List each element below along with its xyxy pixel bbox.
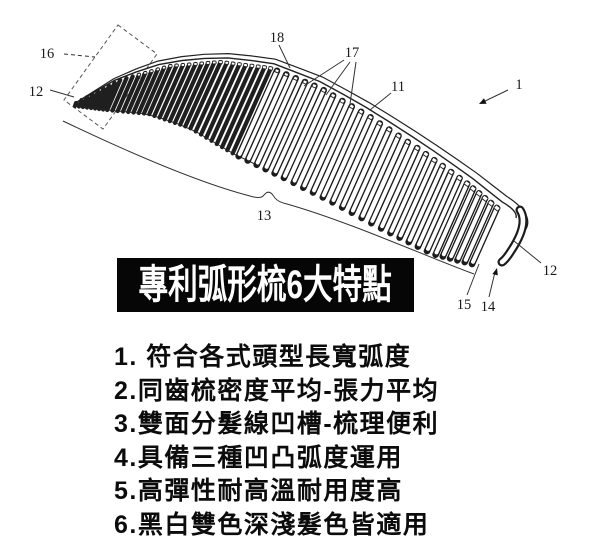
leader-18 [278,44,291,69]
feature-item-6: 6.黑白雙色深淺髮色皆適用 [114,510,430,539]
leader-15 [466,263,480,296]
ref-label-11: 11 [391,79,405,95]
ref-label-16: 16 [40,46,55,62]
comb-teeth-roots [136,60,501,212]
leader-12-left [49,89,75,98]
length-brace-13 [62,120,475,275]
ref-label-1: 1 [515,77,522,93]
leader-lines [49,44,542,298]
feature-item-2: 2.同齒梳密度平均-張力平均 [114,376,440,405]
ref-label-17: 17 [345,45,360,61]
ref-label-15: 15 [457,297,472,313]
ref-label-13: 13 [257,208,272,224]
ref-label-12-right: 12 [543,263,558,279]
leader-17b [325,61,351,96]
comb-end-cap [497,205,528,267]
leader-11 [369,92,392,111]
leader-17a [303,59,345,87]
ref-label-18: 18 [270,30,285,46]
feature-item-1: 1. 符合各式頭型長寬弧度 [114,343,412,371]
feature-item-5: 5.高彈性耐高溫耐用度高 [114,477,403,505]
tip-zone-dashed-box [63,24,158,130]
leader-1 [482,89,509,103]
leader-16 [63,53,96,58]
ref-label-12-left: 12 [29,84,44,100]
leader-12-right [513,240,542,264]
leader-17c [349,61,357,105]
headline-text: 專利弧形梳6大特點 [138,263,393,307]
arrowhead-14 [492,268,498,276]
feature-item-4: 4.具備三種凹凸弧度運用 [114,443,403,472]
headline-banner: 專利弧形梳6大特點 [117,258,414,312]
patent-comb-diagram: 16 12 18 17 11 1 12 15 14 13 [29,24,558,315]
feature-list: 1. 符合各式頭型長寬弧度 2.同齒梳密度平均-張力平均 3.雙面分髮線凹槽-梳… [114,341,439,542]
leader-14 [488,271,496,298]
ref-label-14: 14 [481,299,496,315]
arrowhead-1 [479,98,487,104]
feature-item-3: 3.雙面分髮線凹槽-梳理便利 [114,410,440,438]
comb-teeth [72,60,501,268]
